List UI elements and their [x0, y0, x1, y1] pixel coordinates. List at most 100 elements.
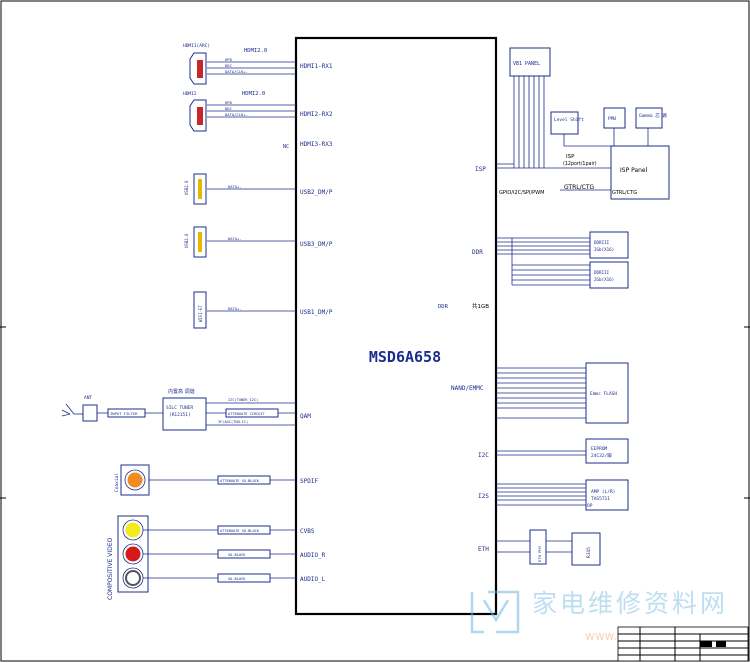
level-shift-label: Level Shift: [554, 117, 584, 123]
hdmi2-sig-ddc: DDC: [225, 106, 232, 111]
isp-note: ISP: [566, 154, 575, 160]
gtrl-inner-label: GTRL/CTG: [612, 190, 637, 196]
port-gpio: GPIO/I2C/SPI/PWM: [499, 190, 544, 196]
ddr-inner: DDR: [438, 304, 449, 310]
port-cvbs: CVBS: [300, 528, 315, 535]
ddr-size: 共1GB: [472, 302, 489, 310]
port-i2s: I2S: [478, 493, 489, 500]
vb1-bus: [496, 76, 545, 169]
isp-panel-label: ISP Panel: [620, 167, 648, 174]
port-eth: ETH: [478, 546, 489, 553]
hdmi2-connector: [189, 99, 207, 132]
hdmi2-sig-hpd: HPD: [225, 100, 233, 105]
composite-jack-white: [122, 567, 144, 589]
composite-jack-yellow: [122, 519, 144, 541]
usb1-data: DATA+-: [228, 184, 242, 189]
hdmi1-sig-data: DATA/CLK+-: [225, 69, 248, 74]
port-qam: QAM: [300, 413, 311, 420]
usb2-data: DATA+-: [228, 236, 242, 241]
pmu-label: PMU: [608, 116, 616, 122]
i2s-bus: [496, 483, 586, 506]
nand-bus: [496, 367, 586, 419]
vb1-panel-label: VB1 PANEL: [513, 61, 540, 67]
rj45-block: [571, 532, 601, 566]
composite-jack-red: [122, 543, 144, 565]
hdmi3-nc: NC: [283, 144, 289, 150]
port-isp: ISP: [475, 166, 486, 173]
amp-model: TAS5711: [591, 496, 610, 502]
port-hdmi1-rx: HDMI1-RX1: [300, 63, 333, 70]
amp-op: OP: [587, 503, 593, 509]
ddr1-block: [589, 231, 629, 259]
ddr1-label: DDRIII: [594, 240, 610, 245]
port-usb2: USB2_DM/P: [300, 189, 333, 196]
hdmi2-name: HDMI2: [183, 91, 197, 97]
emmc-block: [585, 362, 629, 424]
main-chip: [294, 36, 498, 616]
panel-links: [544, 128, 649, 191]
title-block: [617, 626, 749, 662]
chip-name: MSD6A658: [369, 348, 441, 366]
hdmi1-signals: HPD DDC DATA/CLK+-: [207, 57, 296, 75]
antenna-icon: [61, 403, 83, 417]
audio-r-path: SO-BLOCK: [228, 553, 246, 557]
input-filter-label: INPUT FILTER: [110, 411, 138, 416]
gtrl-label: GTRL/CTG: [564, 184, 594, 191]
port-spdif: SPDIF: [300, 478, 318, 485]
usb2-label: USB2.0: [184, 233, 189, 248]
port-ddr: DDR: [472, 249, 483, 256]
ddr1-size: 2Gb(X16): [594, 247, 614, 252]
composite-video-label: COMPOSITIVE VIDEO: [107, 537, 114, 600]
port-usb1: USB1_DM/P: [300, 309, 333, 316]
hdmi1-name: HDMI1(ARC): [183, 43, 210, 49]
tuner-signals: I2C(TUNER_I2C) ATTENUATE CIRCUIT IF/AGC(…: [206, 398, 296, 426]
ant-label: ANT: [84, 395, 92, 401]
rj45-label: RJ45: [586, 547, 592, 558]
wifi-module: [193, 291, 207, 329]
wifi-label: WIFI-ET: [198, 305, 203, 322]
coaxial-label: Coaxial: [114, 473, 120, 492]
hdmi1-connector: [189, 52, 207, 85]
ddr2-label: DDRIII: [594, 270, 610, 275]
port-nand: NAND/EMMC: [451, 385, 484, 392]
port-audio-l: AUDIO_L: [300, 576, 326, 583]
eth-phy-label: ETH PHY: [537, 545, 542, 562]
usb2-connector: [193, 226, 207, 258]
hdmi1-sig-ddc: DDC: [225, 63, 232, 68]
tuner-sig-i2c: I2C(TUNER_I2C): [228, 398, 258, 402]
tuner-block: [162, 397, 207, 431]
amp-block: [585, 479, 629, 511]
coaxial-connector: [120, 464, 150, 496]
cvbs-path: ATTENUATE SO-BLOCK: [220, 529, 260, 533]
emmc-label: Emmc FLASH: [590, 391, 617, 397]
tuner-sig-att: ATTENUATE CIRCUIT: [228, 412, 266, 416]
vb1-panel-block: [509, 47, 551, 77]
level-shift-block: [550, 111, 579, 135]
eeprom-label: EEPROM: [591, 446, 608, 452]
tuner-model: SILC TUNER: [166, 405, 193, 411]
isp-note-sub: (12port/1pair): [563, 161, 597, 167]
audio-l-path: SO-BLOCK: [228, 577, 246, 581]
usb1-label: USB2.0: [184, 180, 189, 195]
usb1-connector: [193, 173, 207, 205]
gamma-label: Gamma 芯 路: [639, 112, 667, 119]
hdmi1-version: HDMI2.0: [244, 48, 267, 54]
eth-phy-block: [529, 529, 547, 565]
watermark-logo-icon: [470, 590, 520, 634]
tuner-sub: (R12151): [169, 412, 191, 418]
ddr2-block: [589, 261, 629, 289]
hdmi1-sig-hpd: HPD: [225, 57, 233, 62]
ddr-bus: [496, 237, 590, 286]
port-usb3: USB3_DM/P: [300, 241, 333, 248]
isp-panel-block: [610, 145, 670, 200]
port-hdmi2-rx: HDMI2-RX2: [300, 111, 333, 118]
eeprom-block: [585, 438, 629, 464]
hdmi2-sig-data: DATA/CLK+-: [225, 112, 248, 117]
port-hdmi3-rx: HDMI3-RX3: [300, 141, 333, 148]
tuner-sig-agc: IF/AGC(TUN-IC): [218, 420, 248, 424]
wifi-data: DATA+-: [228, 306, 242, 311]
hdmi2-version: HDMI2.0: [242, 91, 265, 97]
gamma-block: [635, 107, 663, 129]
